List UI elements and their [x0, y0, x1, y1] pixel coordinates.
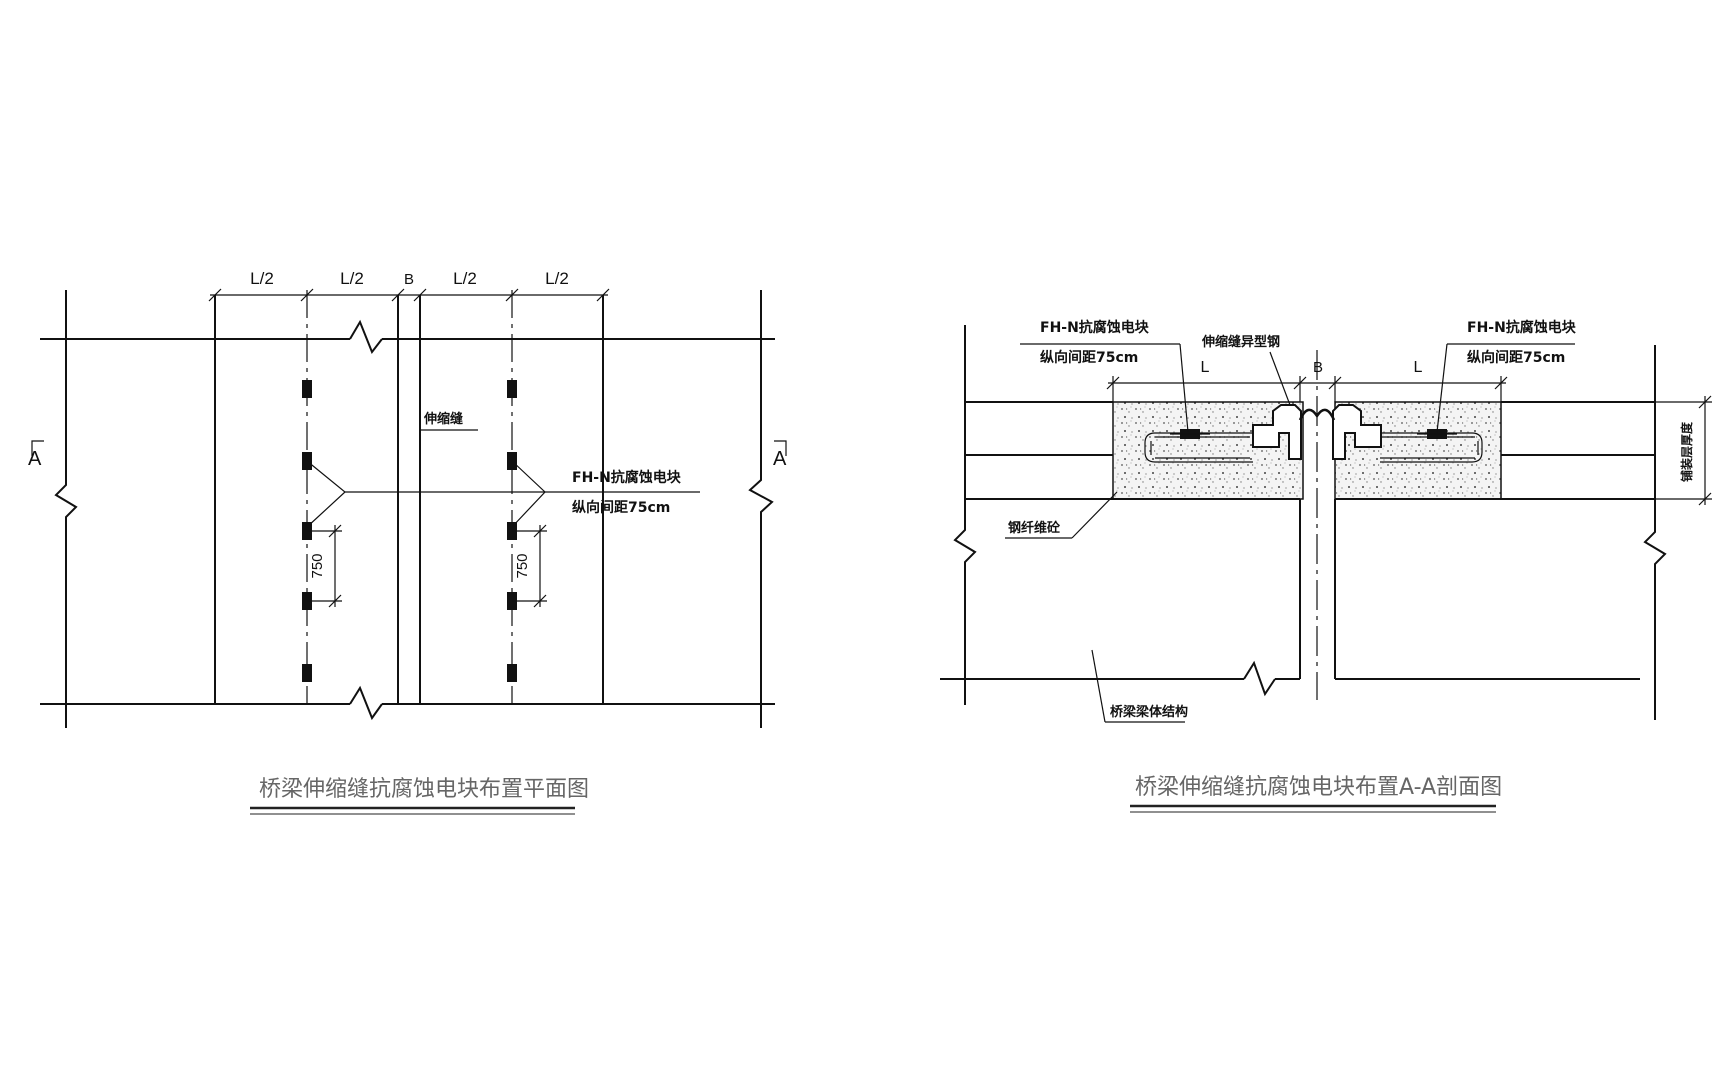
- section-dim-b: B: [1313, 359, 1323, 376]
- plan-title: 桥梁伸缩缝抗腐蚀电块布置平面图: [259, 777, 589, 802]
- plan-dim-2: L/2: [340, 269, 364, 288]
- section-view: L B L 铺装层厚度 FH-N抗腐蚀电块 纵向间距75cm 伸缩缝异型钢 FH…: [940, 319, 1712, 813]
- plan-anode-name: FH-N抗腐蚀电块: [572, 469, 682, 486]
- concrete-label: 钢纤维砼: [1008, 520, 1061, 536]
- plan-dim-4: L/2: [545, 269, 569, 288]
- section-right-anode-name: FH-N抗腐蚀电块: [1467, 319, 1577, 336]
- plan-view: L/2 L/2 B L/2 L/2: [28, 269, 787, 815]
- section-left-anode-spacing: 纵向间距75cm: [1040, 349, 1138, 366]
- section-mark-right: A: [773, 448, 787, 470]
- plan-spacing-dim-right: 750: [514, 553, 531, 578]
- section-left-anode-name: FH-N抗腐蚀电块: [1040, 319, 1150, 336]
- profile-steel-right: [1332, 404, 1382, 460]
- profile-steel-left: [1252, 404, 1302, 460]
- seal-strip: [1298, 408, 1336, 421]
- plan-spacing-dim-left: 750: [309, 553, 326, 578]
- section-right-anode-spacing: 纵向间距75cm: [1467, 349, 1565, 366]
- section-title: 桥梁伸缩缝抗腐蚀电块布置A-A剖面图: [1135, 775, 1502, 800]
- paving-thickness-label: 铺装层厚度: [1679, 421, 1694, 482]
- plan-dim-1: L/2: [250, 269, 274, 288]
- section-dim-left: L: [1201, 359, 1210, 376]
- profile-steel-label: 伸缩缝异型钢: [1201, 334, 1280, 350]
- plan-joint-label: 伸缩缝: [423, 411, 463, 427]
- section-mark-left: A: [28, 448, 42, 470]
- plan-dim-b: B: [404, 271, 414, 288]
- section-dim-right: L: [1414, 359, 1423, 376]
- plan-anode-spacing: 纵向间距75cm: [572, 499, 670, 516]
- plan-dim-3: L/2: [453, 269, 477, 288]
- concrete-block-right: [1334, 401, 1502, 500]
- structure-label: 桥梁梁体结构: [1110, 704, 1188, 720]
